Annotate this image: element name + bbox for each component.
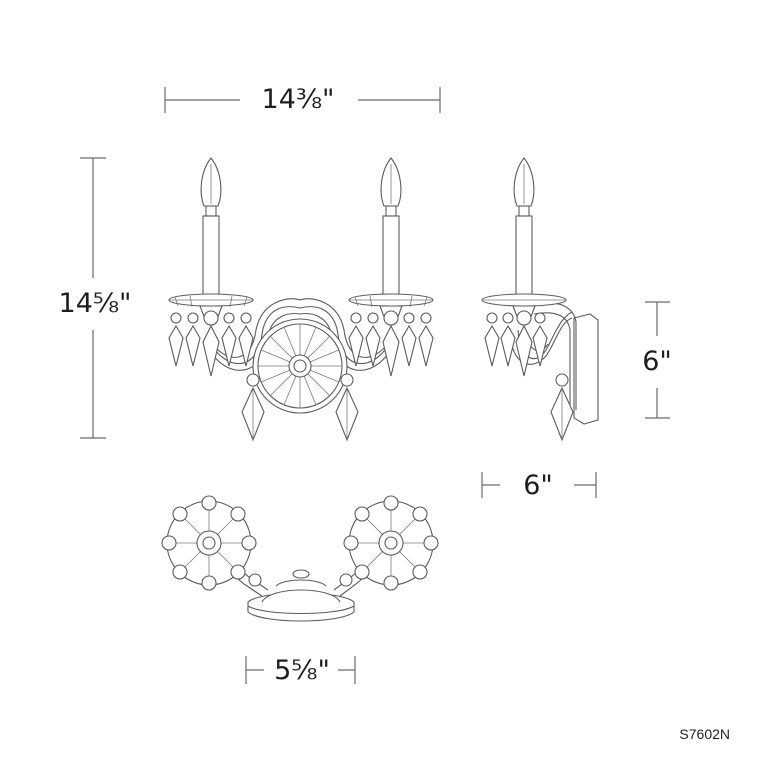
front-left-bobeche <box>168 293 254 326</box>
top-view <box>161 495 439 622</box>
front-crystal-pendants <box>168 324 434 442</box>
front-left-candle <box>195 157 227 305</box>
front-rosettes <box>170 312 432 387</box>
front-right-bobeche <box>348 293 434 326</box>
width-dimension-label: 14⅜" <box>261 84 335 115</box>
width-dimension-line <box>164 87 441 113</box>
side-height-dimension-line <box>645 301 670 419</box>
side-view <box>481 157 599 442</box>
model-number: S7602N <box>679 726 730 742</box>
top-left-bobeche <box>161 495 257 591</box>
side-crystal-pendants <box>484 312 574 442</box>
backplate-dimension-label: 5⅝" <box>274 655 330 686</box>
front-view <box>168 157 434 442</box>
top-right-bobeche <box>343 495 439 591</box>
front-backplate <box>252 318 348 414</box>
depth-dimension-line <box>481 472 597 498</box>
front-right-candle <box>375 157 407 305</box>
height-dimension-label: 14⅝" <box>58 288 132 319</box>
depth-dimension-label: 6" <box>523 470 553 501</box>
top-backplate <box>247 569 355 622</box>
side-height-dimension-label: 6" <box>642 346 672 377</box>
backplate-dimension-line <box>245 656 356 684</box>
height-dimension-line <box>80 157 106 439</box>
side-candle <box>481 157 567 326</box>
